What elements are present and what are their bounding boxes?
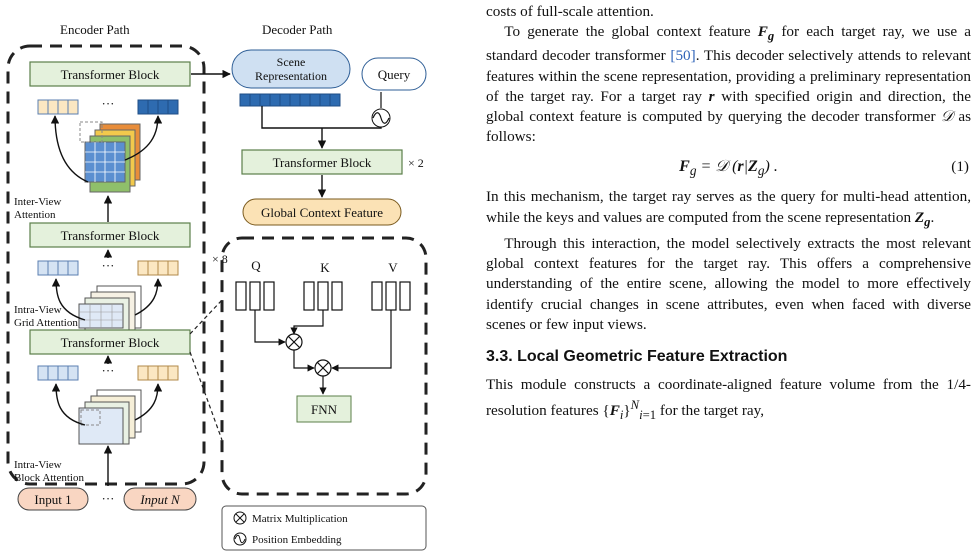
encoder-transformer-block-top [29,61,191,87]
token-row-bottom-left [37,365,79,381]
scene-representation-pill [231,49,351,89]
section-heading-3-3: 3.3. Local Geometric Feature Extraction [486,347,788,365]
query-label: Query [378,67,411,82]
input-1-pill [17,487,89,511]
inter-view-arrow-right [124,115,163,161]
matmul-icon-2 [314,359,332,377]
v-label: V [388,260,398,275]
token-row-bottom-ellipsis: ··· [102,363,115,378]
p2-part-b: . [930,208,935,226]
intra-view-block-label-2: Block Attention [14,472,84,484]
global-context-feature-label: Global Context Feature [261,205,383,220]
decoder-repeat-label: × 2 [408,156,424,170]
decoder-transformer-block-label: Transformer Block [273,155,372,170]
scene-representation-label-1: Scene [277,55,306,69]
legend-position-embedding-icon [233,532,247,546]
token-row-top-right [137,99,179,115]
grid-attention-arrow-right [134,278,163,316]
grid-attention-stack [78,285,142,341]
block-attention-stack [78,389,142,445]
token-row-middle-right [137,260,179,276]
grid-attention-arrow-left [51,278,86,321]
math-fi-set: {Fi}Ni=1 [602,398,657,423]
equation-1-number: (1) [951,158,969,176]
token-row-middle-ellipsis: ··· [102,258,115,273]
k-label: K [320,260,330,275]
p1-part-b: for each target ray, we use a standard d… [486,23,971,65]
inter-view-label-2: Attention [14,209,56,221]
input-1-label: Input 1 [34,492,71,507]
legend-matmul-label: Matrix Multiplication [252,513,348,525]
decoder-transformer-block [241,149,403,175]
q-matrices [235,281,275,311]
token-row-middle-left [37,260,79,276]
inter-view-grid-stack [79,121,141,193]
math-d: 𝒟 [940,108,954,126]
text-column: costs of full-scale attention. To genera… [486,0,971,553]
legend-matmul-icon [233,511,247,525]
p4-part-b: for the target ray, [656,402,765,420]
encoder-transformer-block-bottom-label: Transformer Block [61,335,160,350]
paragraph-intro-tail: costs of full-scale attention. [486,3,654,20]
scene-token-row [239,93,341,107]
block-attention-arrow-left [51,383,86,426]
paragraph-local-geometric: This module constructs a coordinate-alig… [486,375,971,426]
encoder-transformer-block-bottom [29,329,191,355]
paragraph-interaction: Through this interaction, the model sele… [486,234,971,333]
equation-1-body: Fg = 𝒟 (r|Zg) . [679,158,778,179]
p4-part-a: This module constructs a coordinate-alig… [486,376,971,420]
paragraph-mechanism: In this mechanism, the target ray serves… [486,187,971,231]
input-n-pill [123,487,197,511]
query-pill [361,57,427,91]
fnn-label: FNN [311,402,338,417]
encoder-transformer-block-middle [29,222,191,248]
attention-detail-frame [220,236,428,496]
math-r: r [708,87,715,105]
encoder-transformer-block-top-label: Transformer Block [61,67,160,82]
p1-part-e: as follows: [486,108,972,146]
inter-view-arrow-left [50,115,89,183]
p1-part-d: with specified origin and direction, the… [486,87,971,126]
encoder-transformer-block-middle-label: Transformer Block [61,228,160,243]
architecture-figure: Encoder Path Decoder Path Transformer Bl… [6,22,428,551]
intra-view-grid-label-1: Intra-View [14,304,62,316]
block-attention-arrow-right [134,383,163,421]
encoder-repeat-label: × 8 [212,252,228,266]
legend-box [221,505,427,551]
fnn-box [296,395,352,423]
inter-view-label-1: Inter-View [14,196,61,208]
q-label: Q [251,258,261,273]
token-row-top-ellipsis: ··· [102,96,115,111]
intra-view-block-label-1: Intra-View [14,459,62,471]
intra-view-grid-label-2: Grid Attention [14,317,78,329]
inputs-ellipsis: ··· [102,491,115,506]
decoder-path-title: Decoder Path [262,22,333,37]
p2-part-a: In this mechanism, the target ray serves… [486,188,971,226]
math-zg: Zg [914,208,931,229]
v-matrices [371,281,411,311]
paragraph-global-context: To generate the global context feature F… [486,22,971,147]
token-row-top-left [37,99,79,115]
math-fg: Fg [757,23,775,44]
equation-1: Fg = 𝒟 (r|Zg) . (1) [486,149,971,185]
legend-position-embedding-label: Position Embedding [252,534,342,546]
encoder-frame [6,44,206,486]
encoder-path-title: Encoder Path [60,22,130,37]
citation-50[interactable]: [50] [670,47,696,65]
global-context-feature-pill [242,198,402,226]
matmul-icon-1 [285,333,303,351]
input-n-label: Input N [139,492,181,507]
p1-part-c: . This decoder selectively attends to re… [486,47,972,105]
k-matrices [303,281,343,311]
p1-part-a: To generate the global context feature [504,23,758,41]
scene-representation-label-2: Representation [255,69,327,83]
token-row-bottom-right [137,365,179,381]
